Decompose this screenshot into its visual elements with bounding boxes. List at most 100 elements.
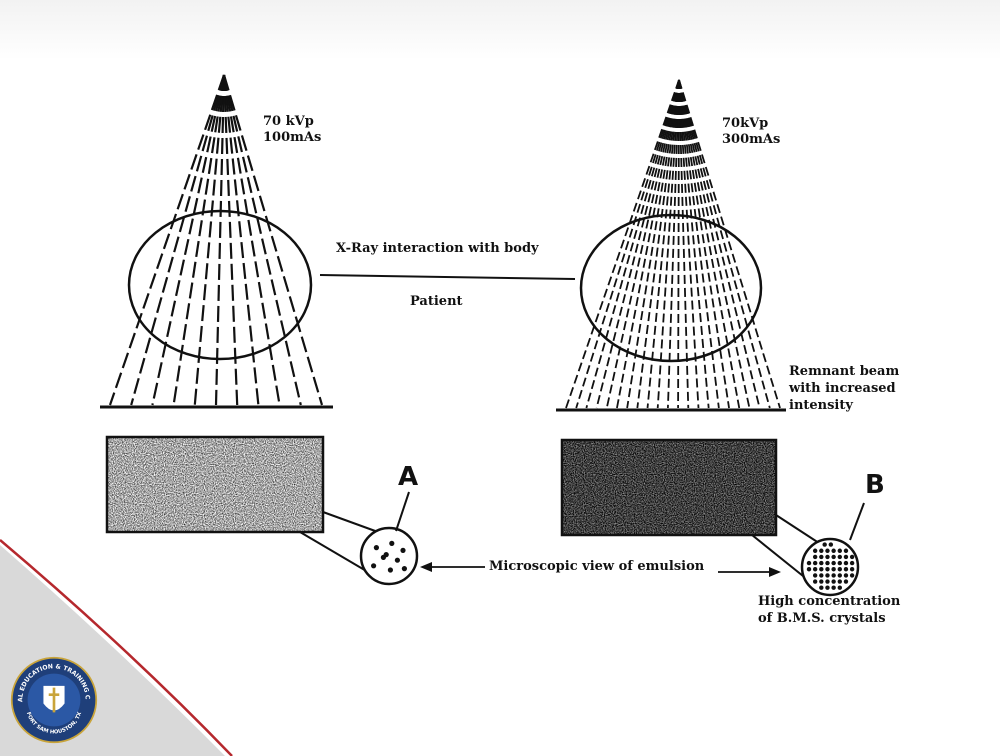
corner-swoosh xyxy=(0,539,233,756)
marker-a-pointer xyxy=(395,491,410,532)
beam-ray xyxy=(646,79,680,409)
beam-ray xyxy=(193,74,226,406)
emulsion-crystal xyxy=(831,560,836,566)
right-emulsion-crystals xyxy=(806,542,855,590)
emulsion-arrow-left xyxy=(420,562,485,572)
emulsion-crystal xyxy=(849,560,855,566)
emulsion-crystal xyxy=(819,585,824,590)
emulsion-crystal xyxy=(819,560,824,566)
emulsion-crystal xyxy=(400,547,406,554)
emulsion-crystal xyxy=(843,560,849,566)
emulsion-crystal xyxy=(371,563,377,569)
beam-ray xyxy=(222,74,281,406)
beam-ray xyxy=(605,79,680,409)
emulsion-crystal xyxy=(849,573,855,578)
beam-ray xyxy=(575,79,680,409)
beam-ray xyxy=(678,79,741,409)
beam-ray xyxy=(678,79,771,409)
emulsion-crystal xyxy=(819,567,824,572)
emulsion-crystal xyxy=(825,585,830,590)
emulsion-arrow-right xyxy=(718,567,781,577)
beam-ray xyxy=(151,74,226,406)
beam-ray xyxy=(656,79,680,409)
right-film-grain xyxy=(562,440,776,535)
concentration-label-line-2: of B.M.S. crystals xyxy=(758,611,886,626)
emulsion-crystal xyxy=(831,573,836,578)
left-patient-ellipse xyxy=(127,209,313,361)
emulsion-crystal xyxy=(849,554,855,560)
emulsion-crystal xyxy=(837,573,842,578)
beam-ray xyxy=(565,79,680,409)
emulsion-crystal xyxy=(843,548,849,553)
beam-ray xyxy=(667,79,680,409)
emulsion-crystal xyxy=(806,567,812,572)
emulsion-crystal xyxy=(831,548,836,553)
emulsion-crystal xyxy=(812,554,818,560)
emulsion-crystal xyxy=(389,540,395,547)
left-emulsion-circle xyxy=(359,526,419,586)
left-beam-rays xyxy=(108,74,324,406)
right-zoom-line-top xyxy=(775,514,823,546)
emulsion-crystal xyxy=(837,548,842,553)
interaction-line xyxy=(319,274,576,280)
left-zoom-line-bottom xyxy=(299,531,369,573)
beam-ray xyxy=(130,74,226,406)
beam-ray xyxy=(172,74,226,406)
emulsion-crystal xyxy=(837,579,842,584)
left-zoom-line-top xyxy=(322,511,379,533)
emulsion-crystal xyxy=(828,542,834,547)
emulsion-crystal xyxy=(822,542,827,547)
emulsion-crystal xyxy=(843,567,849,572)
caduceus-icon xyxy=(48,687,60,713)
emulsion-crystal xyxy=(401,566,407,572)
emulsion-crystal xyxy=(806,560,812,566)
emulsion-crystal xyxy=(812,567,818,572)
left-mas-label: 100mAs xyxy=(263,130,322,145)
emulsion-crystal xyxy=(819,554,824,560)
emulsion-crystal xyxy=(837,567,842,572)
beam-ray xyxy=(678,79,690,409)
emulsion-crystal xyxy=(825,560,830,566)
emulsion-crystal xyxy=(831,585,836,590)
emulsion-crystal xyxy=(825,573,830,578)
beam-ray xyxy=(222,74,239,406)
emulsion-crystal xyxy=(812,573,818,578)
right-mas-label: 300mAs xyxy=(722,132,781,147)
right-kvp-label: 70kVp xyxy=(722,116,769,131)
emulsion-crystal xyxy=(825,554,830,560)
remnant-label-line-1: Remnant beam xyxy=(789,364,900,379)
left-film-grain xyxy=(107,437,323,532)
emulsion-crystal xyxy=(843,554,849,560)
beam-ray xyxy=(678,79,700,409)
marker-b-label: B xyxy=(865,470,885,500)
beam-ray xyxy=(585,79,680,409)
campus-logo: MEDICAL EDUCATION & TRAINING CAMPUS FORT… xyxy=(10,656,98,744)
emulsion-crystal xyxy=(831,567,836,572)
concentration-label-line-1: High concentration xyxy=(758,594,901,609)
emulsion-crystal xyxy=(812,548,818,553)
emulsion-crystal xyxy=(837,585,842,590)
right-beam-rays xyxy=(565,79,781,409)
interaction-label: X-Ray interaction with body xyxy=(336,241,539,256)
emulsion-crystal xyxy=(812,560,818,566)
emulsion-crystal xyxy=(387,567,393,573)
beam-ray xyxy=(636,79,680,409)
emulsion-crystal xyxy=(825,567,830,572)
right-emulsion-circle xyxy=(800,537,860,597)
emulsion-crystal xyxy=(819,573,824,578)
beam-ray xyxy=(678,79,710,409)
beam-ray xyxy=(595,79,680,409)
beam-ray xyxy=(222,74,260,406)
emulsion-crystal xyxy=(825,579,830,584)
emulsion-crystal xyxy=(837,554,842,560)
marker-b-pointer xyxy=(849,502,865,541)
emulsion-crystal xyxy=(819,579,824,584)
beam-ray xyxy=(222,74,324,406)
emulsion-crystal xyxy=(831,554,836,560)
emulsion-crystal xyxy=(819,548,824,553)
emulsion-crystal xyxy=(383,552,389,558)
remnant-label-line-3: intensity xyxy=(789,398,853,413)
emulsion-crystal xyxy=(831,579,836,584)
